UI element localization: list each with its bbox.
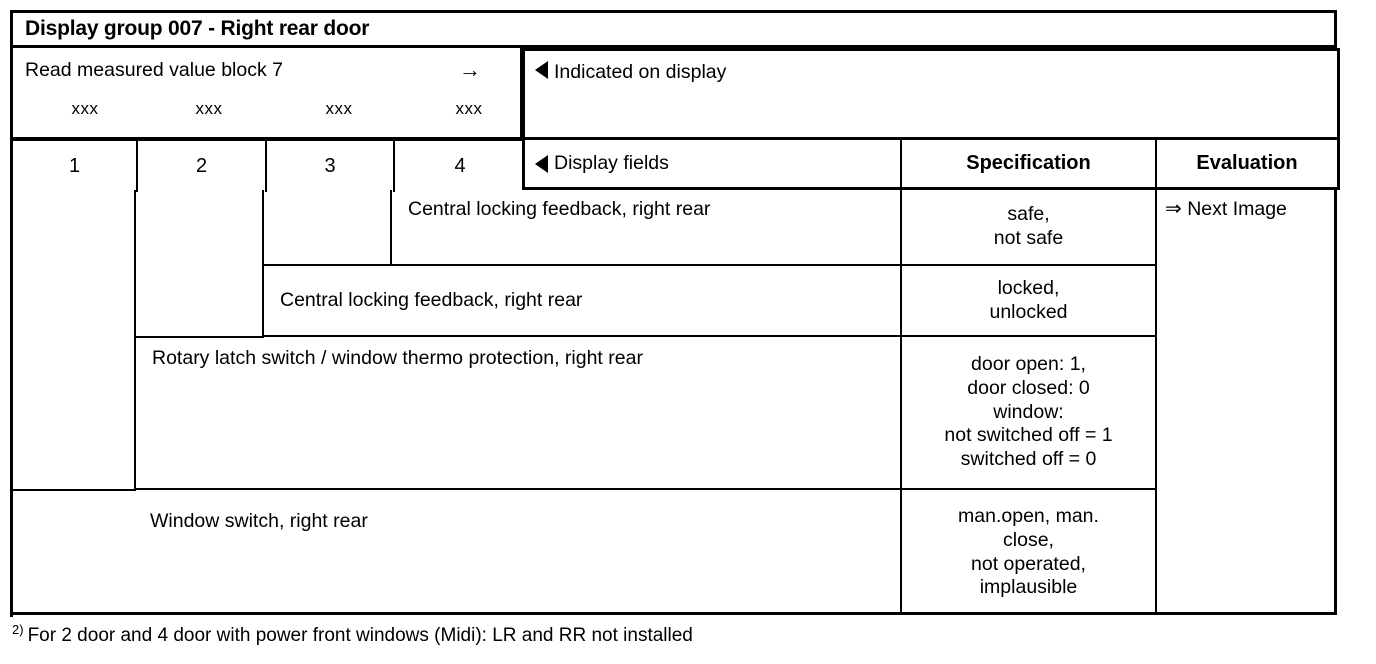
footnote-marker: 2) — [12, 622, 24, 637]
step-riser-col4 — [390, 190, 392, 266]
field-number-4-header: 4 — [454, 155, 466, 177]
footnote-text: For 2 door and 4 door with power front w… — [27, 625, 693, 647]
row-description: Central locking feedback, right rear — [280, 288, 583, 311]
table-bottom-border — [10, 612, 1337, 615]
row-evaluation-cell — [1157, 266, 1337, 337]
step-tread-row1 — [262, 264, 392, 266]
placeholder-cell-4: xxx — [455, 99, 483, 118]
field-number-3-header: 3 — [267, 141, 395, 192]
row-description-cell: Central locking feedback, right rear — [262, 266, 902, 337]
double-arrow-right-icon: ⇒ — [1165, 198, 1182, 220]
display-fields-header: Display fields — [522, 140, 902, 190]
read-block-label-row: Read measured value block 7 — [25, 54, 465, 86]
step-riser-col2 — [134, 190, 136, 491]
table-row: Window switch, right rear man.open, man.… — [10, 490, 1337, 615]
page-title: Display group 007 - Right rear door — [25, 17, 370, 40]
row-specification-cell: safe, not safe — [902, 190, 1157, 266]
step-tread-row2 — [134, 336, 264, 338]
row-description: Rotary latch switch / window thermo prot… — [152, 347, 643, 369]
triangle-left-icon — [535, 61, 548, 79]
read-measured-value-block: Read measured value block 7 → xxx xxx xx… — [10, 48, 522, 139]
row-description-cell: Window switch, right rear — [10, 490, 902, 615]
indicated-on-display-banner: Indicated on display — [522, 48, 1340, 140]
footnote: 2)For 2 door and 4 door with power front… — [12, 622, 1212, 656]
step-tread-row3 — [10, 489, 136, 491]
row-evaluation-cell: ⇒ Next Image — [1157, 190, 1337, 266]
row-description: Central locking feedback, right rear — [408, 198, 711, 220]
table-row: Rotary latch switch / window thermo prot… — [134, 337, 1337, 490]
body-left-border — [10, 190, 13, 617]
row-evaluation-cell — [1157, 337, 1337, 490]
table-row: Central locking feedback, right rear saf… — [390, 190, 1337, 266]
table-row: Central locking feedback, right rear loc… — [262, 266, 1337, 337]
row-specification-cell: door open: 1, door closed: 0 window: not… — [902, 337, 1157, 490]
row-specification-cell: locked, unlocked — [902, 266, 1157, 337]
specification-header: Specification — [902, 140, 1157, 190]
field-number-header-row: 1 2 3 4 — [10, 139, 522, 192]
display-fields-label: Display fields — [554, 152, 669, 174]
row-specification-cell: man.open, man. close, not operated, impl… — [902, 490, 1157, 615]
triangle-left-icon — [535, 154, 548, 173]
field-number-2-header: 2 — [138, 141, 267, 192]
row-description-cell: Rotary latch switch / window thermo prot… — [134, 337, 902, 490]
placeholder-cell-1: xxx — [71, 99, 99, 118]
evaluation-text: Next Image — [1187, 198, 1287, 220]
row-description-cell: Central locking feedback, right rear — [390, 190, 902, 266]
row-evaluation-cell — [1157, 490, 1337, 615]
next-image-link[interactable]: ⇒ Next Image — [1165, 198, 1287, 221]
placeholder-cell-3: xxx — [325, 99, 353, 118]
read-block-label: Read measured value block 7 — [25, 58, 283, 81]
evaluation-header: Evaluation — [1157, 140, 1340, 190]
arrow-right-icon: → — [459, 57, 481, 82]
title-bar: Display group 007 - Right rear door — [10, 10, 1337, 48]
table-header-row: Display fields Specification Evaluation — [522, 140, 1340, 190]
field-number-1-header: 1 — [13, 141, 138, 192]
row-description: Window switch, right rear — [150, 510, 368, 532]
indicated-on-display-label: Indicated on display — [554, 61, 727, 83]
placeholder-cell-2: xxx — [195, 99, 223, 118]
